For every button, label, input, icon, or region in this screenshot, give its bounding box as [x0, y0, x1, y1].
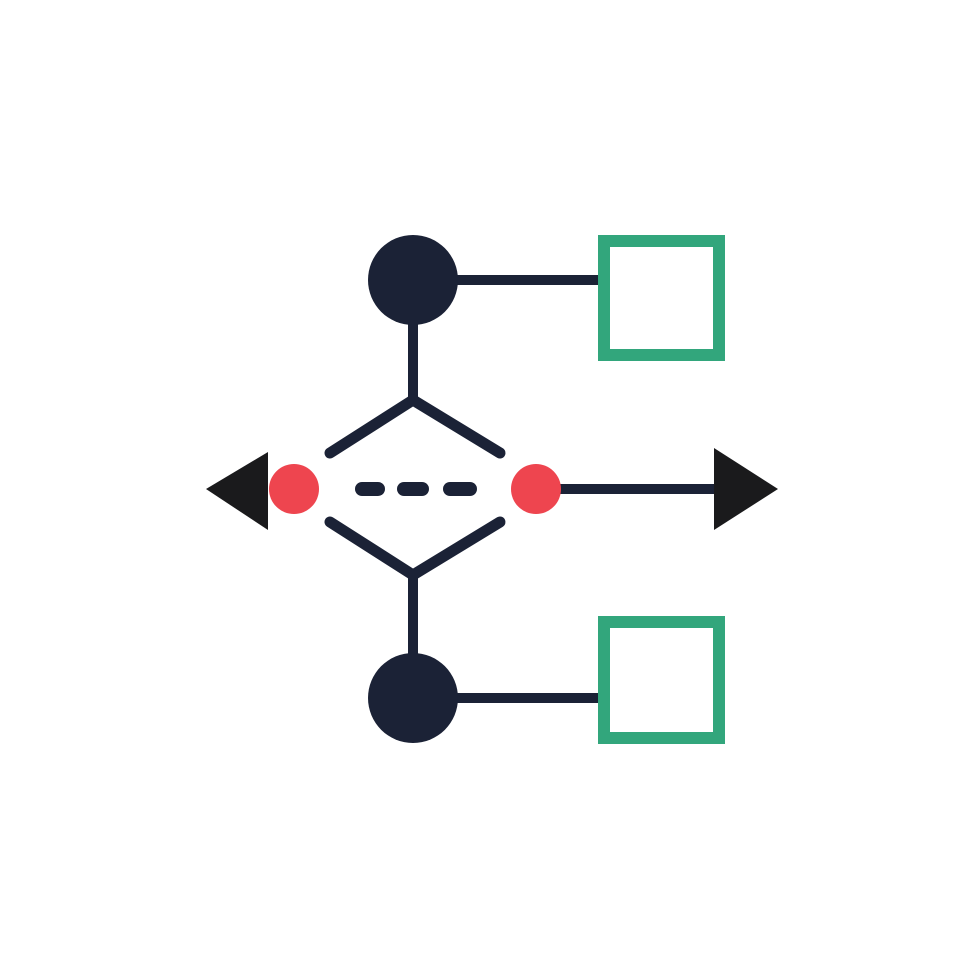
diamond-upper-left-edge — [324, 394, 419, 459]
bottom-box — [598, 616, 725, 744]
decision-diamond — [324, 394, 506, 581]
diamond-lower-left-edge — [324, 516, 419, 581]
right-connector-dot — [511, 464, 561, 514]
diamond-lower-right-edge — [407, 516, 506, 581]
diamond-upper-right-edge — [407, 394, 506, 459]
left-arrow-icon — [206, 452, 268, 530]
right-arrow-icon — [714, 448, 778, 530]
top-box — [598, 235, 725, 361]
bottom-node — [368, 653, 458, 743]
top-node — [368, 235, 458, 325]
left-connector-dot — [269, 464, 319, 514]
